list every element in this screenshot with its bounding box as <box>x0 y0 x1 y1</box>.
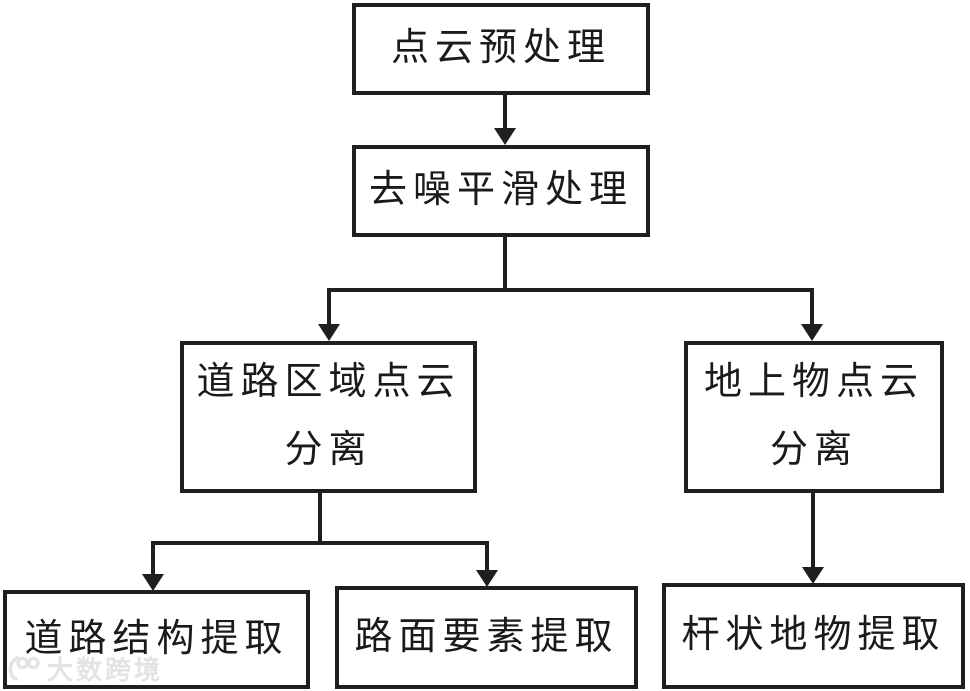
flow-box-label-line1: 地上物点云 <box>703 361 924 404</box>
connector-road-region-stem <box>318 493 322 545</box>
flow-box-label: 去噪平滑处理 <box>368 169 633 212</box>
flow-box-point-cloud-preprocess: 点云预处理 <box>352 3 650 95</box>
connector-branch-bar-top <box>327 288 814 292</box>
arrowhead-down-icon <box>494 128 516 145</box>
watermark: 大数跨境 <box>6 650 163 687</box>
flow-box-label: 杆状地物提取 <box>681 614 946 657</box>
flow-box-denoise-smooth: 去噪平滑处理 <box>352 145 650 237</box>
flow-box-road-structure-extraction: 道路结构提取 <box>3 590 310 689</box>
flow-box-road-region-separation: 道路区域点云 分离 <box>180 341 477 493</box>
flow-box-above-ground-separation: 地上物点云 分离 <box>684 341 944 493</box>
connector-drop-road-region <box>327 288 331 326</box>
connector-drop-above-ground <box>810 288 814 326</box>
flow-box-label: 路面要素提取 <box>354 615 619 658</box>
connector-preprocess-denoise <box>503 95 507 130</box>
connector-drop-road-surface <box>485 541 489 571</box>
flow-box-label-line2: 分离 <box>769 429 858 471</box>
watermark-text: 大数跨境 <box>47 655 164 685</box>
arrowhead-down-icon <box>142 574 164 591</box>
connector-above-ground-pole <box>811 493 815 568</box>
flow-box-road-surface-extraction: 路面要素提取 <box>335 586 638 689</box>
arrowhead-down-icon <box>802 567 824 584</box>
arrowhead-down-icon <box>801 324 823 341</box>
flow-box-label-line1: 道路区域点云 <box>196 361 461 404</box>
connector-branch-bar-bottom <box>151 541 489 545</box>
watermark-logo-icon <box>8 656 40 681</box>
connector-denoise-stem <box>503 237 507 292</box>
flow-box-pole-feature-extraction: 杆状地物提取 <box>662 583 965 689</box>
arrowhead-down-icon <box>476 570 498 587</box>
connector-drop-road-structure <box>151 541 155 575</box>
flow-box-label: 点云预处理 <box>390 27 611 70</box>
flow-box-label-line2: 分离 <box>284 429 373 471</box>
flow-box-label: 道路结构提取 <box>24 617 289 660</box>
arrowhead-down-icon <box>318 324 340 341</box>
